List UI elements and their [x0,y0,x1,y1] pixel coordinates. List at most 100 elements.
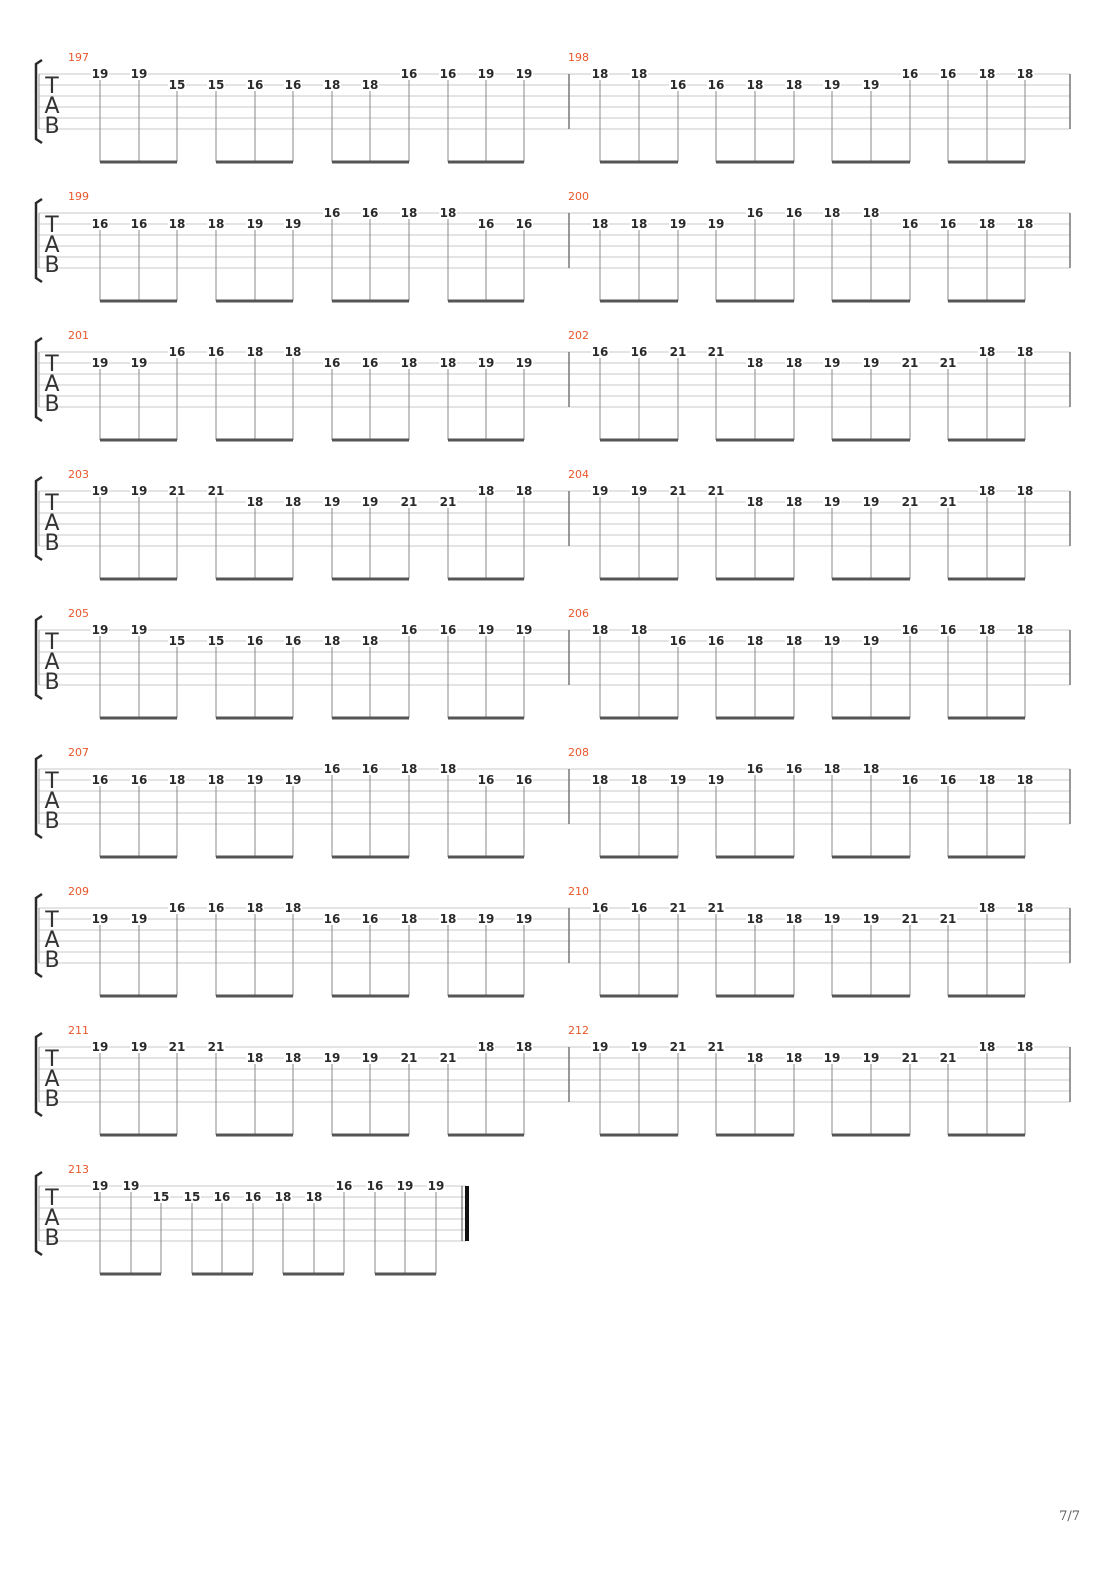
tab-clef-letter: T [44,74,59,99]
fret-number: 19 [362,1051,379,1065]
tab-clef-letter: A [44,1067,59,1092]
fret-number: 15 [184,1190,201,1204]
fret-backing [284,773,302,785]
fret-backing [246,901,264,913]
fret-number: 21 [902,912,919,926]
fret-number: 16 [902,217,919,231]
fret-number: 21 [670,345,687,359]
tab-clef-letter: A [44,928,59,953]
fret-backing [207,217,225,229]
fret-number: 19 [324,1051,341,1065]
fret-number: 19 [863,1051,880,1065]
fret-number: 16 [401,67,418,81]
fret-backing [978,1040,996,1052]
fret-number: 16 [208,901,225,915]
fret-number: 21 [902,495,919,509]
fret-backing [515,484,533,496]
fret-backing [323,495,341,507]
fret-number: 18 [208,217,225,231]
fret-number: 18 [1017,623,1034,637]
fret-backing [707,78,725,90]
fret-backing [246,345,264,357]
fret-number: 18 [324,634,341,648]
fret-number: 18 [979,345,996,359]
fret-backing [246,634,264,646]
fret-number: 18 [306,1190,323,1204]
fret-number: 18 [247,495,264,509]
fret-backing [400,206,418,218]
fret-number: 18 [1017,67,1034,81]
fret-number: 21 [902,1051,919,1065]
fret-backing [284,345,302,357]
fret-number: 19 [708,773,725,787]
fret-number: 16 [169,901,186,915]
fret-backing [823,912,841,924]
measure-number: 208 [568,746,589,759]
fret-backing [361,1051,379,1063]
system-bracket [34,197,43,284]
fret-number: 16 [92,773,109,787]
fret-number: 18 [979,67,996,81]
fret-backing [91,356,109,368]
fret-number: 16 [245,1190,262,1204]
tab-clef-letter: T [44,1186,59,1211]
tab-clef-letter: T [44,1047,59,1072]
fret-number: 19 [516,67,533,81]
fret-number: 18 [1017,484,1034,498]
fret-backing [246,773,264,785]
fret-backing [823,495,841,507]
fret-backing [823,206,841,218]
fret-backing [669,634,687,646]
fret-number: 15 [208,634,225,648]
fret-backing [707,345,725,357]
fret-number: 19 [131,912,148,926]
fret-number: 18 [979,773,996,787]
fret-backing [400,495,418,507]
fret-backing [515,67,533,79]
fret-number: 16 [440,67,457,81]
fret-number: 16 [247,78,264,92]
fret-backing [746,634,764,646]
tab-clef-letter: B [44,1087,59,1112]
fret-number: 18 [824,762,841,776]
fret-backing [305,1190,323,1202]
fret-number: 18 [631,67,648,81]
fret-number: 19 [670,773,687,787]
fret-number: 18 [786,78,803,92]
tab-clef-letter: A [44,1206,59,1231]
fret-number: 16 [92,217,109,231]
fret-number: 18 [478,1040,495,1054]
fret-backing [477,484,495,496]
fret-backing [274,1190,292,1202]
fret-backing [707,773,725,785]
fret-backing [785,206,803,218]
fret-number: 18 [285,901,302,915]
fret-backing [439,495,457,507]
fret-number: 19 [478,623,495,637]
fret-backing [1016,345,1034,357]
tab-clef-letter: B [44,392,59,417]
fret-number: 18 [478,484,495,498]
fret-number: 19 [131,67,148,81]
fret-number: 19 [92,912,109,926]
fret-backing [978,217,996,229]
measure-number: 204 [568,468,589,481]
fret-backing [207,773,225,785]
fret-number: 16 [631,901,648,915]
system-bracket [34,475,43,562]
fret-backing [91,67,109,79]
fret-number: 19 [92,623,109,637]
fret-backing [901,356,919,368]
fret-backing [168,78,186,90]
fret-backing [168,1040,186,1052]
fret-backing [168,484,186,496]
fret-number: 18 [863,206,880,220]
fret-backing [785,356,803,368]
fret-number: 18 [401,206,418,220]
fret-number: 18 [1017,773,1034,787]
fret-backing [862,762,880,774]
fret-number: 16 [440,623,457,637]
